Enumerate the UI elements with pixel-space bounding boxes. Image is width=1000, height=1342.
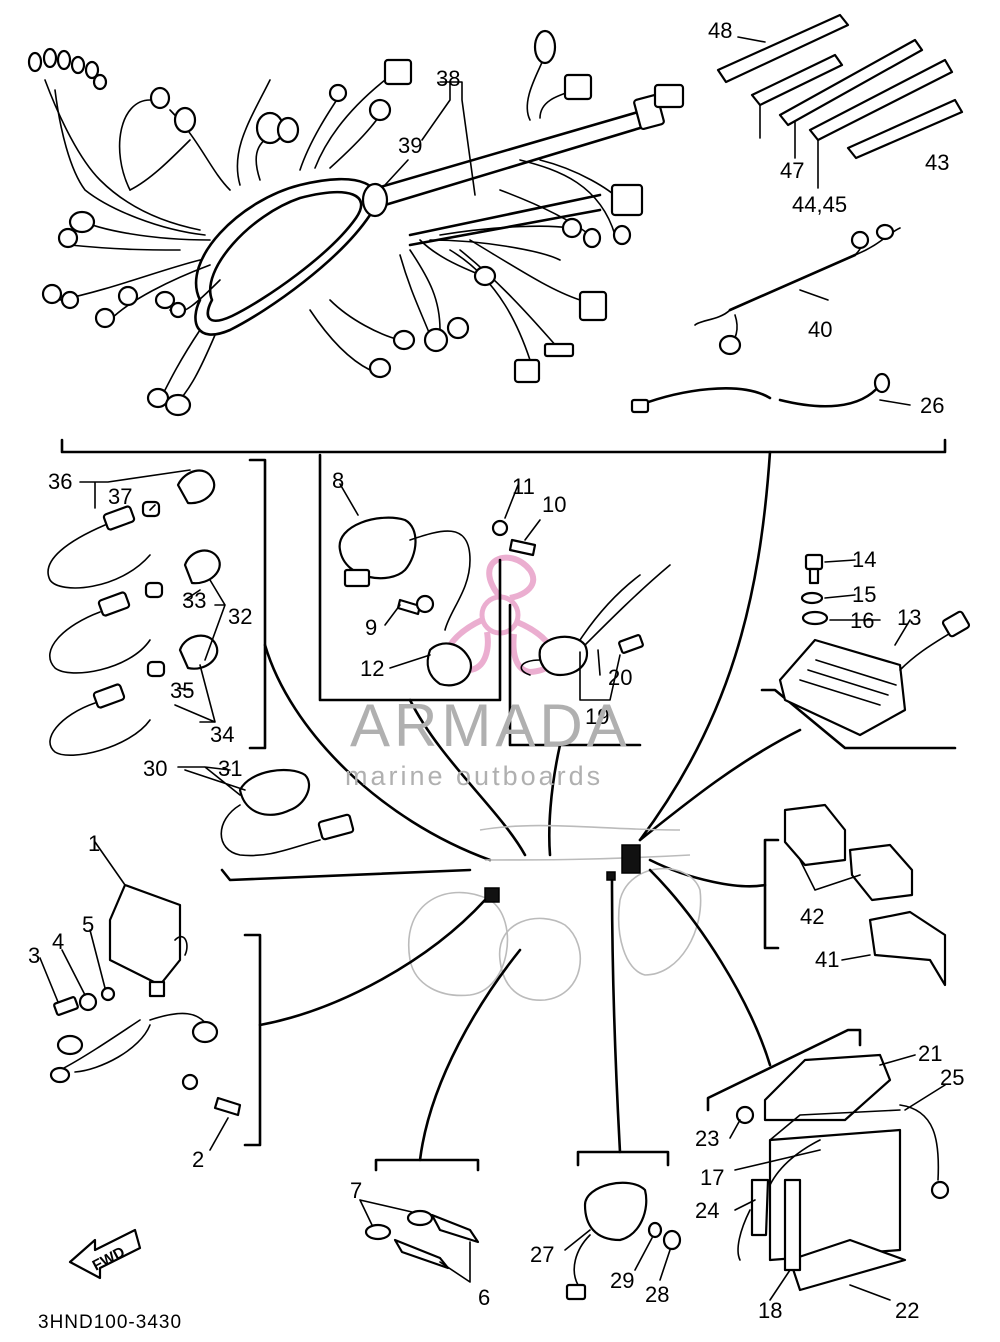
callout-26: 26 bbox=[920, 393, 944, 418]
callout-12: 12 bbox=[360, 656, 384, 681]
connector-pins bbox=[27, 47, 108, 91]
boat-outline bbox=[407, 824, 702, 1001]
starter-relay-27 bbox=[565, 878, 682, 1301]
callout-15: 15 bbox=[852, 582, 876, 607]
callout-38: 38 bbox=[436, 66, 460, 91]
callout-14: 14 bbox=[852, 547, 876, 572]
callout-41: 41 bbox=[815, 947, 839, 972]
caps-41-42 bbox=[648, 803, 947, 987]
watermark-tagline: marine outboards bbox=[345, 761, 603, 791]
callout-34: 34 bbox=[210, 722, 234, 747]
callout-27: 27 bbox=[530, 1242, 554, 1267]
callout-17: 17 bbox=[700, 1165, 724, 1190]
callout-1: 1 bbox=[88, 831, 100, 856]
callout-16: 16 bbox=[850, 608, 874, 633]
callout-28: 28 bbox=[645, 1282, 669, 1307]
callout-18: 18 bbox=[758, 1298, 782, 1323]
callout-25: 25 bbox=[940, 1065, 964, 1090]
callout-24: 24 bbox=[695, 1198, 719, 1223]
callout-40: 40 bbox=[808, 317, 832, 342]
callout-37: 37 bbox=[108, 484, 132, 509]
callout-10: 10 bbox=[542, 492, 566, 517]
callout-23: 23 bbox=[695, 1126, 719, 1151]
lead-group-left bbox=[47, 458, 267, 756]
callout-39: 39 bbox=[398, 133, 422, 158]
wire-lead-40 bbox=[694, 223, 901, 356]
leader-lines bbox=[39, 36, 946, 1301]
fuses-6-7 bbox=[364, 948, 522, 1270]
callout-47: 48 bbox=[708, 18, 732, 43]
stop-switch-30-31 bbox=[220, 643, 492, 882]
callout-44-45: 44,45 bbox=[792, 192, 847, 217]
watermark-brand: ARMADA bbox=[350, 692, 631, 759]
cable-ties bbox=[716, 13, 964, 160]
bolt-10-nut-11 bbox=[491, 519, 537, 557]
fwd-arrow bbox=[68, 1228, 142, 1280]
battery-21 bbox=[648, 868, 950, 1292]
callout-6: 6 bbox=[478, 1285, 490, 1310]
wire-harness bbox=[27, 29, 685, 417]
diagram-code: 3HND100-3430 bbox=[38, 1312, 182, 1333]
callout-7: 7 bbox=[350, 1178, 362, 1203]
callout-8: 8 bbox=[332, 468, 344, 493]
callout-13: 13 bbox=[897, 605, 921, 630]
callout-32: 32 bbox=[228, 604, 252, 629]
callout-labels: 38 39 48 47 44,45 43 40 26 36 37 33 32 3… bbox=[28, 18, 964, 1323]
callout-9: 9 bbox=[365, 615, 377, 640]
callout-22: 22 bbox=[895, 1298, 919, 1323]
ground-wire-26 bbox=[630, 372, 891, 414]
callout-29: 29 bbox=[610, 1268, 634, 1293]
callout-11: 11 bbox=[512, 474, 535, 499]
ignition-coil-8 bbox=[318, 453, 527, 857]
callout-2: 2 bbox=[192, 1147, 204, 1172]
callout-5: 5 bbox=[82, 912, 94, 937]
callout-4: 4 bbox=[52, 929, 64, 954]
callout-42: 42 bbox=[800, 904, 824, 929]
harness-bracket bbox=[60, 438, 947, 454]
callout-30: 30 bbox=[143, 756, 167, 781]
rectifier-regulator-13 bbox=[638, 553, 971, 842]
callout-20: 20 bbox=[608, 665, 632, 690]
callout-43: 43 bbox=[925, 150, 949, 175]
callout-31: 31 bbox=[218, 756, 242, 781]
callout-36: 36 bbox=[48, 469, 72, 494]
callout-19: 19 bbox=[585, 704, 609, 729]
callout-21: 21 bbox=[918, 1041, 942, 1066]
callout-46: 47 bbox=[780, 158, 804, 183]
spark-plug-cap-19-20 bbox=[508, 564, 671, 857]
callout-33: 33 bbox=[182, 588, 206, 613]
cdi-unit-1 bbox=[49, 883, 487, 1147]
callout-35: 35 bbox=[170, 678, 194, 703]
callout-3: 3 bbox=[28, 943, 40, 968]
